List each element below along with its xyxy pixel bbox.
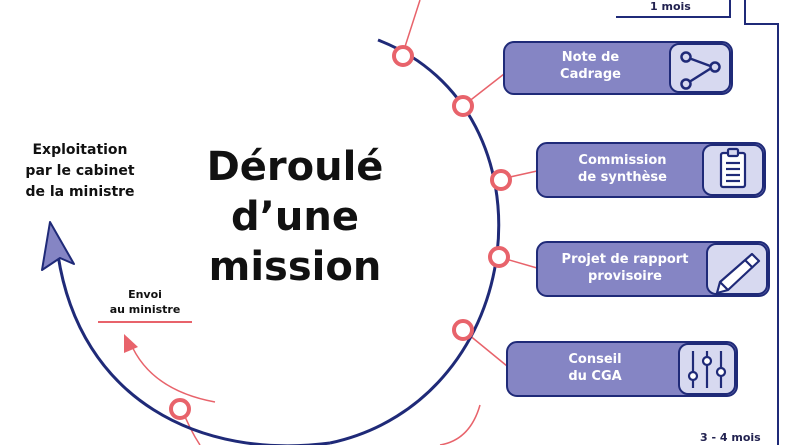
mission-arc-return [56,254,331,445]
pencil-icon [715,252,761,295]
node-bottom [169,398,191,420]
exploitation-label: Exploitation par le cabinet de la minist… [0,140,160,203]
duration-top-label: 1 mois [650,0,691,13]
title-line-2: d’une [231,194,359,240]
exploitation-line-2: par le cabinet [25,163,135,179]
envoi-arrow-line [129,341,216,403]
step-label-conseil-du-cga: Conseil du CGA [515,351,675,385]
connector-line-bottom [439,404,481,445]
envoi-arrowhead [124,334,138,353]
node-3 [488,246,510,268]
step-label-projet-de-rapport: Projet de rapport provisoire [545,251,705,285]
step-label-note-de-cadrage: Note de Cadrage [513,49,668,83]
step-3-line-2: provisoire [588,269,662,284]
exploitation-line-1: Exploitation [32,142,128,158]
timeline-right [744,0,779,445]
sliders-icon [687,351,727,388]
title-line-3: mission [208,244,382,290]
node-1 [452,95,474,117]
clipboard-icon [719,147,747,189]
step-1-line-1: Note de [561,50,620,65]
duration-bottom-label: 3 - 4 mois [700,431,761,444]
exploitation-line-3: de la ministre [25,184,135,200]
step-4-line-2: du CGA [568,369,622,384]
share-icon [680,51,721,90]
page-title: Déroulé d’une mission [180,142,410,292]
envoi-label: Envoi au ministre [96,287,194,317]
envoi-line-2: au ministre [109,303,181,316]
step-1-line-2: Cadrage [560,67,621,82]
step-label-commission-de-synthese: Commission de synthèse [545,152,700,186]
step-4-line-1: Conseil [568,352,622,367]
node-2 [490,169,512,191]
envoi-line-1: Envoi [128,288,162,301]
node-4 [452,319,474,341]
step-icon-panel-1 [669,43,731,93]
title-line-1: Déroulé [206,144,384,190]
step-2-line-2: de synthèse [578,170,667,185]
duration-bracket-top [616,0,731,18]
arc-arrowhead [41,221,75,271]
node-top [392,45,414,67]
step-2-line-1: Commission [578,153,667,168]
step-3-line-1: Projet de rapport [561,252,689,267]
